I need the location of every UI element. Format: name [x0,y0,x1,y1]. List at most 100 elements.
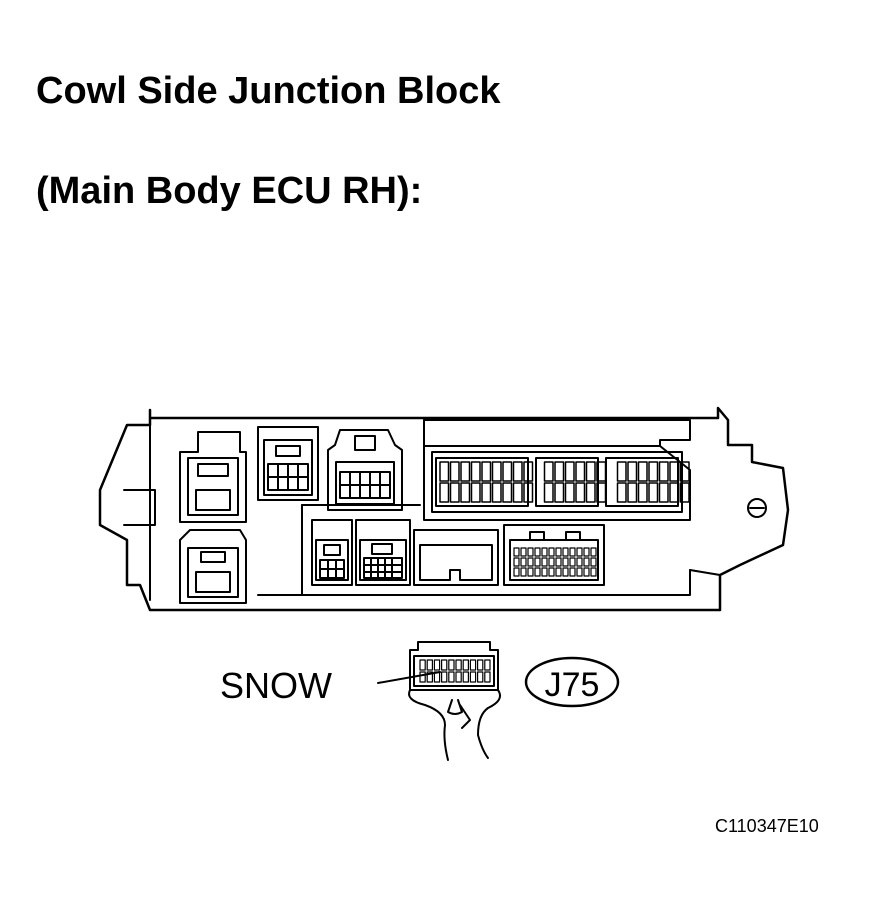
pin-cavity [448,659,455,671]
pin-cavity [460,482,471,503]
pin-cavity [616,461,627,482]
pin-cavity [513,557,520,567]
pin-cavity [441,671,448,683]
pin-cavity [564,482,575,503]
pin-cavity [541,557,548,567]
connector-lower-3 [413,529,499,586]
pin-cavity [627,482,638,503]
connector-lower-left [179,529,247,604]
pin-cavity [679,482,690,503]
pin-cavity [426,671,434,683]
pin-cavity [555,557,562,567]
pin-cavity [448,671,455,683]
pin-cavity [569,547,576,557]
pin-cavity [575,461,586,482]
pin-cavity [583,567,590,577]
pin-cavity [658,482,669,503]
pin-cavity [419,659,426,671]
diagram-title: Cowl Side Junction Block [36,70,501,112]
pin-cavity [523,482,534,503]
pin-cavity [462,659,470,671]
pin-cavity [470,482,481,503]
connector-name-label: SNOW [220,665,332,706]
pin-cavity [596,461,607,482]
diagram-subtitle: (Main Body ECU RH): [36,170,423,212]
pin-cavity [484,671,491,683]
pin-cavity [502,461,513,482]
pin-cavity [596,482,607,503]
pin-cavity [548,547,555,557]
pin-cavity [555,567,562,577]
pin-cavity [548,567,555,577]
pin-cavity [512,461,523,482]
pin-cavity [562,567,569,577]
pin-cavity [439,482,450,503]
pin-cavity [477,671,484,683]
pin-cavity [469,671,477,683]
pin-cavity [648,461,659,482]
pin-cavity [527,567,534,577]
pin-cavity [520,567,527,577]
figure-code: C110347E10 [715,816,819,836]
pin-cavity [541,567,548,577]
pin-cavity [419,671,426,683]
pin-cavity [575,482,586,503]
pin-cavity [648,482,659,503]
pin-cavity [562,557,569,567]
pin-cavity [554,461,565,482]
connector-top-small [257,426,319,501]
connector-lower-2 [355,519,411,586]
pin-cavity [455,659,462,671]
pin-cavity [554,482,565,503]
pin-cavity [513,567,520,577]
pin-cavity [585,482,596,503]
pin-cavity [590,557,597,567]
connector-id-badge [524,656,620,708]
pin-cavity [583,557,590,567]
pin-cavity [520,547,527,557]
pin-cavity [585,461,596,482]
pin-cavity [441,659,448,671]
pin-cavity [523,461,534,482]
connector-id-text: J75 [545,666,600,704]
pin-cavity [449,461,460,482]
snow-leader-line [377,671,441,684]
pin-cavity [658,461,669,482]
connector-lower-4 [503,524,605,586]
pin-cavity [527,547,534,557]
connector-upper-left [179,431,247,523]
pin-cavity [637,461,648,482]
pin-cavity [527,557,534,567]
pin-cavity [543,461,554,482]
pin-cavity [679,461,690,482]
pin-cavity [455,671,462,683]
pin-cavity [469,659,477,671]
pin-cavity [548,557,555,567]
connector-top-mid [327,429,403,511]
pin-cavity [669,461,680,482]
pin-cavity [513,547,520,557]
pin-cavity [433,659,441,671]
pin-cavity [569,557,576,567]
connector-lower-1 [311,519,353,586]
pin-cavity [583,547,590,557]
pin-cavity [534,547,541,557]
pin-cavity [491,482,502,503]
pin-cavity [541,547,548,557]
pin-cavity [576,567,583,577]
pin-cavity [637,482,648,503]
pin-cavity [491,461,502,482]
pin-cavity [669,482,680,503]
pin-cavity [534,557,541,567]
pin-cavity [502,482,513,503]
pin-cavity [590,567,597,577]
connector-j75 [408,641,501,761]
pin-cavity [426,659,434,671]
pin-cavity [449,482,460,503]
pin-cavity [470,461,481,482]
pin-cavity [569,567,576,577]
connector-large-right [423,419,691,521]
pin-cavity [627,461,638,482]
pin-cavity [460,461,471,482]
